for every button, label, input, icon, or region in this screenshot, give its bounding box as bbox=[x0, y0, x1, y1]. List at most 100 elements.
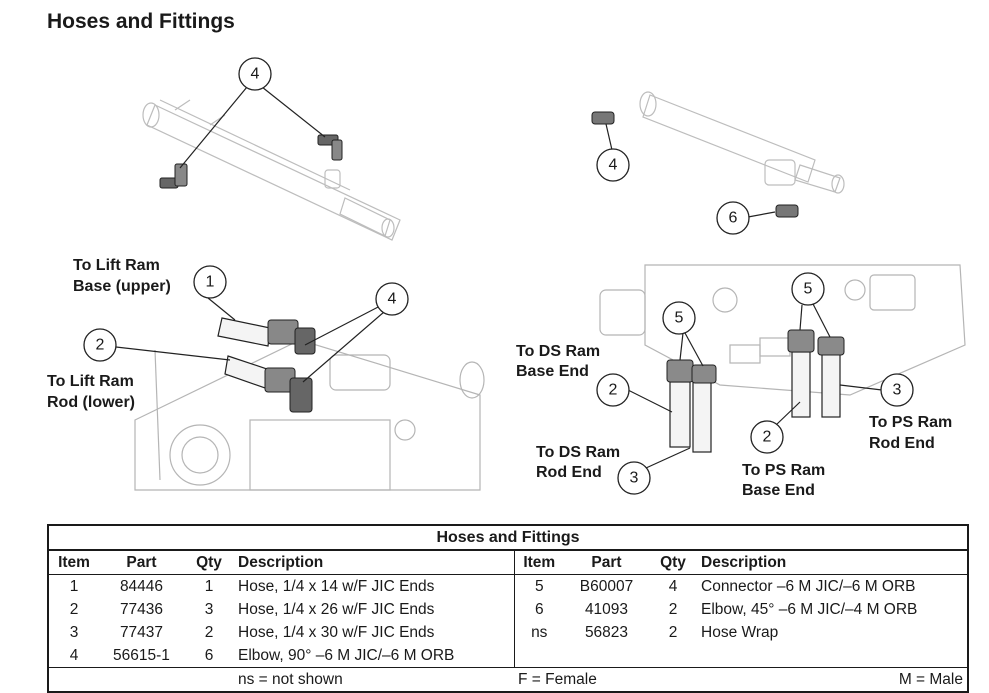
cell-part: B60007 bbox=[579, 577, 634, 595]
leader-lines bbox=[115, 297, 385, 383]
cell-qty: 1 bbox=[204, 577, 214, 595]
leader-lines bbox=[179, 86, 326, 169]
table-header-row: Item Part Qty Description Item Part Qty … bbox=[49, 550, 967, 575]
label-ds-base-2: Base End bbox=[516, 363, 589, 380]
col-header-description: Description bbox=[234, 550, 514, 575]
svg-text:2: 2 bbox=[609, 382, 618, 399]
cell-description: Connector –6 M JIC/–6 M ORB bbox=[701, 577, 916, 595]
cell-part bbox=[564, 644, 649, 668]
svg-text:3: 3 bbox=[893, 382, 902, 399]
leader-lines bbox=[605, 123, 776, 218]
cell-description: Hose Wrap bbox=[701, 623, 779, 641]
svg-text:1: 1 bbox=[206, 274, 215, 291]
col-header-qty: Qty bbox=[184, 550, 234, 575]
cell-item: 5 bbox=[513, 574, 564, 598]
cell-part: 77437 bbox=[119, 623, 164, 641]
table-row: 2 77436 3 Hose, 1/4 x 26 w/F JIC Ends 6 … bbox=[49, 598, 967, 621]
col-header-part: Part bbox=[99, 550, 184, 575]
cell-description bbox=[697, 644, 967, 668]
hose-fitting-icon bbox=[264, 319, 316, 413]
cell-description: Hose, 1/4 x 26 w/F JIC Ends bbox=[238, 600, 435, 618]
bubble-4-mid-left: 4 bbox=[375, 282, 409, 316]
bubble-2-left: 2 bbox=[83, 328, 117, 362]
svg-text:2: 2 bbox=[96, 337, 105, 354]
cell-description: Elbow, 90° –6 M JIC/–6 M ORB bbox=[238, 646, 455, 664]
table-row: 3 77437 2 Hose, 1/4 x 30 w/F JIC Ends ns… bbox=[49, 621, 967, 644]
col-header-item: Item bbox=[49, 550, 99, 575]
svg-text:2: 2 bbox=[763, 429, 772, 446]
cell-part: 41093 bbox=[584, 600, 629, 618]
table-title: Hoses and Fittings bbox=[49, 526, 967, 551]
svg-text:3: 3 bbox=[630, 470, 639, 487]
cell-item: ns bbox=[513, 621, 564, 644]
label-ps-rod-1: To PS Ram bbox=[869, 414, 952, 431]
label-ps-base-1: To PS Ram bbox=[742, 462, 825, 479]
svg-text:4: 4 bbox=[251, 66, 260, 83]
bubble-5-right: 5 bbox=[791, 272, 825, 306]
connector-fitting-icon bbox=[666, 329, 845, 384]
label-ds-rod-1: To DS Ram bbox=[536, 444, 620, 461]
label-lift-rod-2: Rod (lower) bbox=[47, 394, 135, 411]
label-lift-base-2: Base (upper) bbox=[73, 278, 171, 295]
table-row: 4 56615-1 6 Elbow, 90° –6 M JIC/–6 M ORB bbox=[49, 644, 967, 668]
legend-female: F = Female bbox=[514, 667, 649, 691]
svg-text:6: 6 bbox=[729, 210, 738, 227]
cell-part: 77436 bbox=[119, 600, 164, 618]
cell-description: Elbow, 45° –6 M JIC/–4 M ORB bbox=[701, 600, 918, 618]
cell-qty: 2 bbox=[668, 623, 678, 641]
bubble-4-top-left: 4 bbox=[238, 57, 272, 91]
label-ps-base-2: Base End bbox=[742, 482, 815, 499]
leader-lines bbox=[627, 301, 883, 469]
svg-text:5: 5 bbox=[804, 281, 813, 298]
label-lift-rod-1: To Lift Ram bbox=[47, 373, 134, 390]
col-header-qty: Qty bbox=[649, 550, 697, 575]
svg-text:5: 5 bbox=[675, 310, 684, 327]
cell-description: Hose, 1/4 x 14 w/F JIC Ends bbox=[238, 577, 435, 595]
cell-part: 84446 bbox=[119, 577, 164, 595]
cell-qty: 2 bbox=[668, 600, 678, 618]
hose-icon bbox=[217, 317, 271, 389]
connector-fitting-icon bbox=[591, 111, 799, 218]
bubble-2-ps: 2 bbox=[750, 420, 784, 454]
label-ds-base-1: To DS Ram bbox=[516, 343, 600, 360]
bubble-3-ps: 3 bbox=[880, 373, 914, 407]
cell-part: 56823 bbox=[584, 623, 629, 641]
col-header-item: Item bbox=[513, 550, 564, 575]
cell-part: 56615-1 bbox=[113, 646, 170, 664]
bubble-2-ds: 2 bbox=[596, 373, 630, 407]
cell-item bbox=[513, 644, 564, 668]
lift-cylinder-drawing bbox=[142, 99, 401, 241]
cell-item: 1 bbox=[69, 577, 79, 595]
cell-item: 4 bbox=[69, 646, 79, 664]
table-legend-row: ns = not shown F = Female M = Male bbox=[49, 667, 967, 691]
bubble-4-top-right: 4 bbox=[596, 148, 630, 182]
table-row: 1 84446 1 Hose, 1/4 x 14 w/F JIC Ends 5 … bbox=[49, 574, 967, 598]
svg-text:4: 4 bbox=[609, 157, 618, 174]
lift-ram-assembly-drawing bbox=[134, 339, 485, 491]
cell-qty: 6 bbox=[204, 646, 214, 664]
cell-item: 3 bbox=[69, 623, 79, 641]
label-ps-rod-2: Rod End bbox=[869, 435, 935, 452]
col-header-description: Description bbox=[697, 550, 967, 575]
parts-illustration: 4 4 6 bbox=[47, 57, 966, 499]
cell-qty: 3 bbox=[204, 600, 214, 618]
legend-male: M = Male bbox=[649, 667, 967, 691]
hose-icon bbox=[669, 351, 841, 453]
cell-item: 2 bbox=[69, 600, 79, 618]
legend-not-shown: ns = not shown bbox=[234, 667, 514, 691]
cell-qty: 2 bbox=[204, 623, 214, 641]
label-ds-rod-2: Rod End bbox=[536, 464, 602, 481]
parts-table: Hoses and Fittings Item Part Qty Descrip… bbox=[47, 524, 969, 693]
col-header-part: Part bbox=[564, 550, 649, 575]
cell-description: Hose, 1/4 x 30 w/F JIC Ends bbox=[238, 623, 435, 641]
bubble-6-top-right: 6 bbox=[716, 201, 750, 235]
elbow-fitting-icon bbox=[159, 134, 343, 189]
cell-qty: 4 bbox=[668, 577, 678, 595]
valve-block-drawing bbox=[599, 264, 966, 396]
cell-item: 6 bbox=[513, 598, 564, 621]
page-title: Hoses and Fittings bbox=[47, 10, 235, 33]
label-lift-base-1: To Lift Ram bbox=[73, 257, 160, 274]
bubble-5-left: 5 bbox=[662, 301, 696, 335]
svg-text:4: 4 bbox=[388, 291, 397, 308]
bubble-3-ds: 3 bbox=[617, 461, 651, 495]
